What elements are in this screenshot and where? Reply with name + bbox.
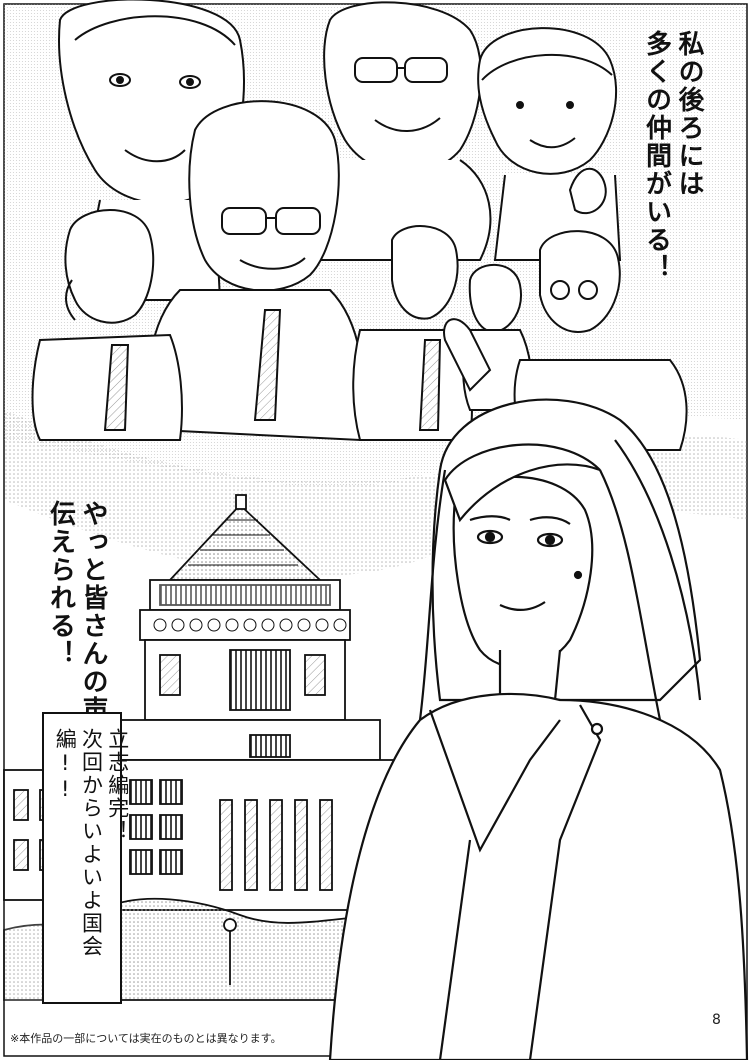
character-man-phone-left: [31, 209, 183, 441]
caption-box-line-1: 立志編完！: [105, 728, 130, 843]
character-woman-top-right: [477, 27, 622, 261]
page-number: 8: [712, 1012, 721, 1028]
caption-box: 立志編完！ 次回からいよいよ国会編!!: [42, 712, 130, 1004]
caption-top-line-2: 多くの仲間がいる！: [641, 30, 672, 282]
character-man-glasses-center: [148, 100, 365, 442]
caption-box-line-2: 次回からいよいよ国会編!!: [53, 728, 104, 958]
caption-top-line-1: 私の後ろには: [674, 30, 704, 198]
caption-middle-line-1: やっと皆さんの声が: [78, 500, 108, 752]
diet-building: [3, 494, 401, 1001]
caption-middle-line-2: 伝えられる！: [45, 500, 76, 668]
caption-box-text: 立志編完！ 次回からいよいよ国会編!!: [52, 728, 131, 1002]
disclaimer: ※本作品の一部については実在のものとは異なります。: [10, 1032, 282, 1045]
caption-top: 私の後ろには 多くの仲間がいる！: [640, 30, 705, 282]
main-woman: [328, 398, 749, 1060]
caption-middle: やっと皆さんの声が 伝えられる！: [44, 500, 109, 752]
